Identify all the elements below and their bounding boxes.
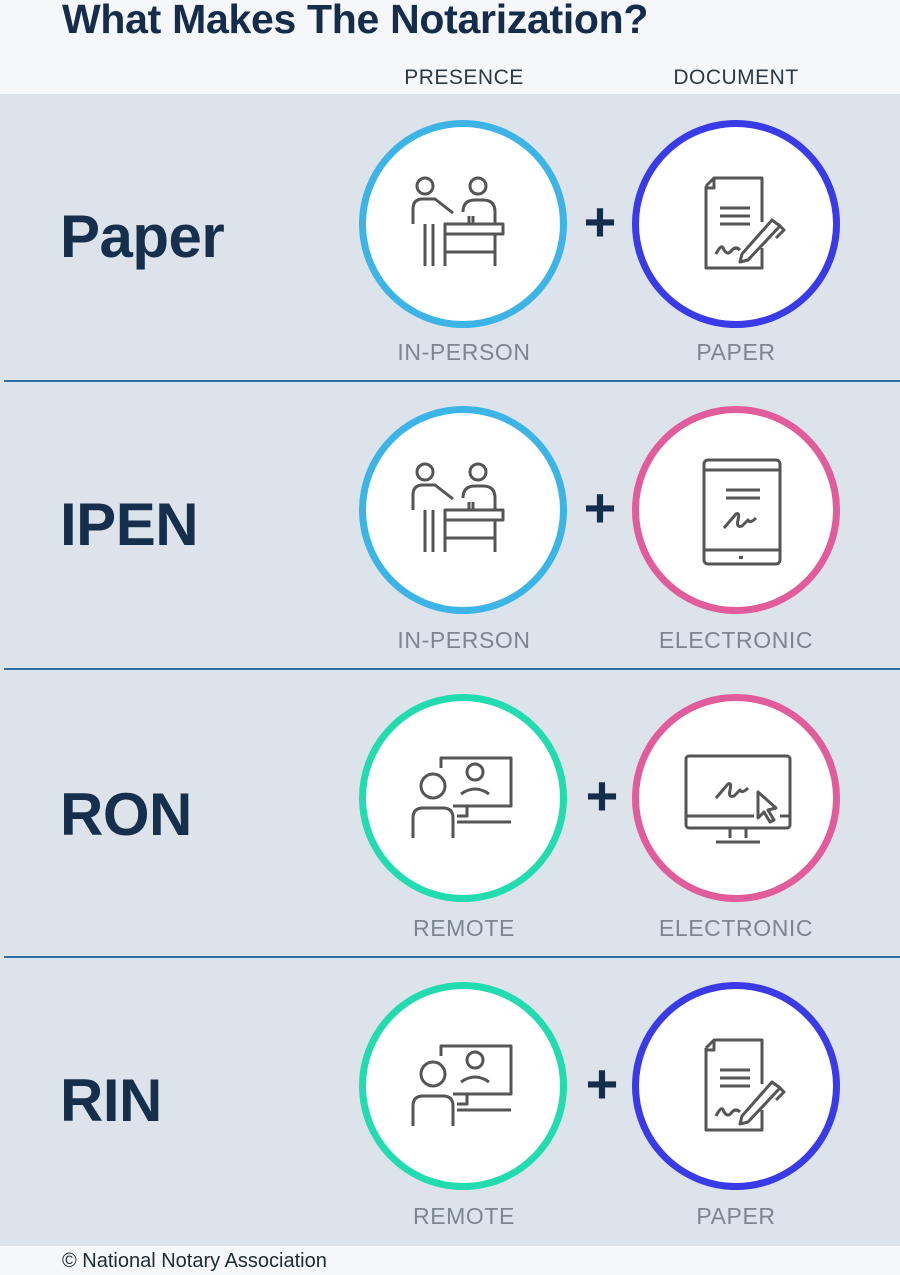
document-caption: ELECTRONIC xyxy=(658,915,814,941)
row-separator xyxy=(4,956,900,958)
document-caption: PAPER xyxy=(696,1203,776,1229)
tablet-signature-icon xyxy=(702,458,782,566)
row-rin: RIN + REMOTE PAPER xyxy=(0,958,900,1246)
plus-operator: + xyxy=(583,476,617,539)
people-at-desk-icon xyxy=(411,462,505,552)
document-caption: ELECTRONIC xyxy=(658,627,814,653)
presence-caption: IN-PERSON xyxy=(397,627,531,653)
column-header-document: DOCUMENT xyxy=(673,66,799,89)
presence-remote-circle xyxy=(359,694,567,902)
copyright-footer: © National Notary Association xyxy=(62,1250,327,1272)
presence-in-person-circle xyxy=(359,120,567,328)
row-label: RON xyxy=(60,781,192,848)
video-call-icon xyxy=(411,756,513,838)
document-paper-circle xyxy=(632,982,840,1190)
presence-caption: REMOTE xyxy=(413,1203,515,1229)
presence-caption: REMOTE xyxy=(413,915,515,941)
document-electronic-circle xyxy=(632,406,840,614)
row-ipen: IPEN + IN-PERSON ELECTRONIC xyxy=(0,382,900,670)
people-at-desk-icon xyxy=(411,176,505,266)
presence-in-person-circle xyxy=(359,406,567,614)
row-separator xyxy=(4,668,900,670)
row-label: RIN xyxy=(60,1067,162,1134)
video-call-icon xyxy=(411,1044,513,1126)
document-electronic-circle xyxy=(632,694,840,902)
plus-operator: + xyxy=(583,190,617,253)
row-label: IPEN xyxy=(60,491,199,558)
plus-operator: + xyxy=(585,1052,619,1115)
presence-caption: IN-PERSON xyxy=(397,339,531,365)
row-ron: RON + REMOTE ELECTRONIC xyxy=(0,670,900,958)
presence-remote-circle xyxy=(359,982,567,1190)
document-paper-circle xyxy=(632,120,840,328)
document-caption: PAPER xyxy=(696,339,776,365)
column-header-presence: PRESENCE xyxy=(404,66,524,89)
row-label: Paper xyxy=(60,203,225,270)
paper-document-signing-icon xyxy=(704,176,786,270)
row-separator xyxy=(4,380,900,382)
page-title: What Makes The Notarization? xyxy=(62,0,649,42)
paper-document-signing-icon xyxy=(704,1038,786,1132)
monitor-signature-icon xyxy=(684,754,792,844)
row-paper: Paper + IN-PERSON PAPER xyxy=(0,94,900,382)
plus-operator: + xyxy=(585,764,619,827)
comparison-panel: Paper + IN-PERSON PAPER xyxy=(0,94,900,1246)
